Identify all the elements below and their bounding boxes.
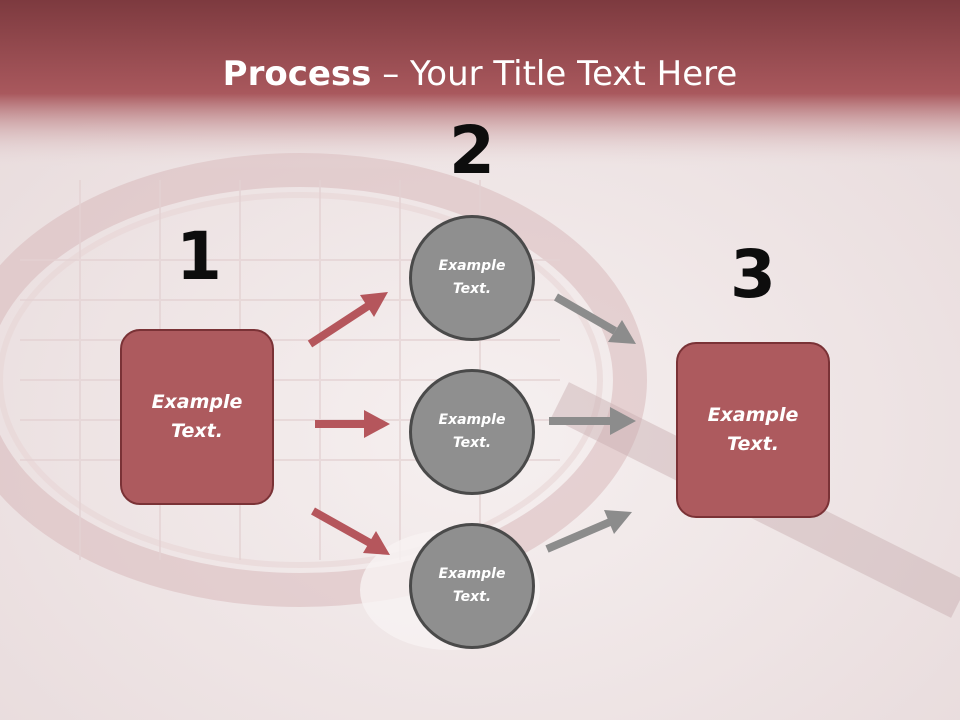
arrow-middle-to-3 <box>549 407 636 435</box>
arrow-1-to-top <box>307 292 388 348</box>
title-dash: – <box>371 54 411 94</box>
step-number-1: 1 <box>176 218 222 295</box>
step-1-box[interactable]: Example Text. <box>120 329 274 505</box>
title-bold: Process <box>222 54 372 94</box>
step-number-2: 2 <box>449 112 495 189</box>
arrow-bottom-to-3 <box>545 510 632 553</box>
arrow-1-to-bottom <box>311 507 390 555</box>
arrow-top-to-3 <box>554 293 636 344</box>
step-2-circle-bottom[interactable]: Example Text. <box>409 523 535 649</box>
step-1-text: Example Text. <box>151 391 243 442</box>
step-number-3: 3 <box>730 236 776 313</box>
slide-title: Process – Your Title Text Here <box>0 52 960 96</box>
title-rest: Your Title Text Here <box>410 54 738 94</box>
step-2-circle-top[interactable]: Example Text. <box>409 215 535 341</box>
step-2-circle-top-text: Example Text. <box>438 258 506 297</box>
step-3-text: Example Text. <box>707 404 799 455</box>
step-3-box[interactable]: Example Text. <box>676 342 830 518</box>
step-2-circle-middle-text: Example Text. <box>438 412 506 451</box>
step-2-circle-middle[interactable]: Example Text. <box>409 369 535 495</box>
step-2-circle-bottom-text: Example Text. <box>438 566 506 605</box>
arrow-1-to-middle <box>315 410 390 438</box>
